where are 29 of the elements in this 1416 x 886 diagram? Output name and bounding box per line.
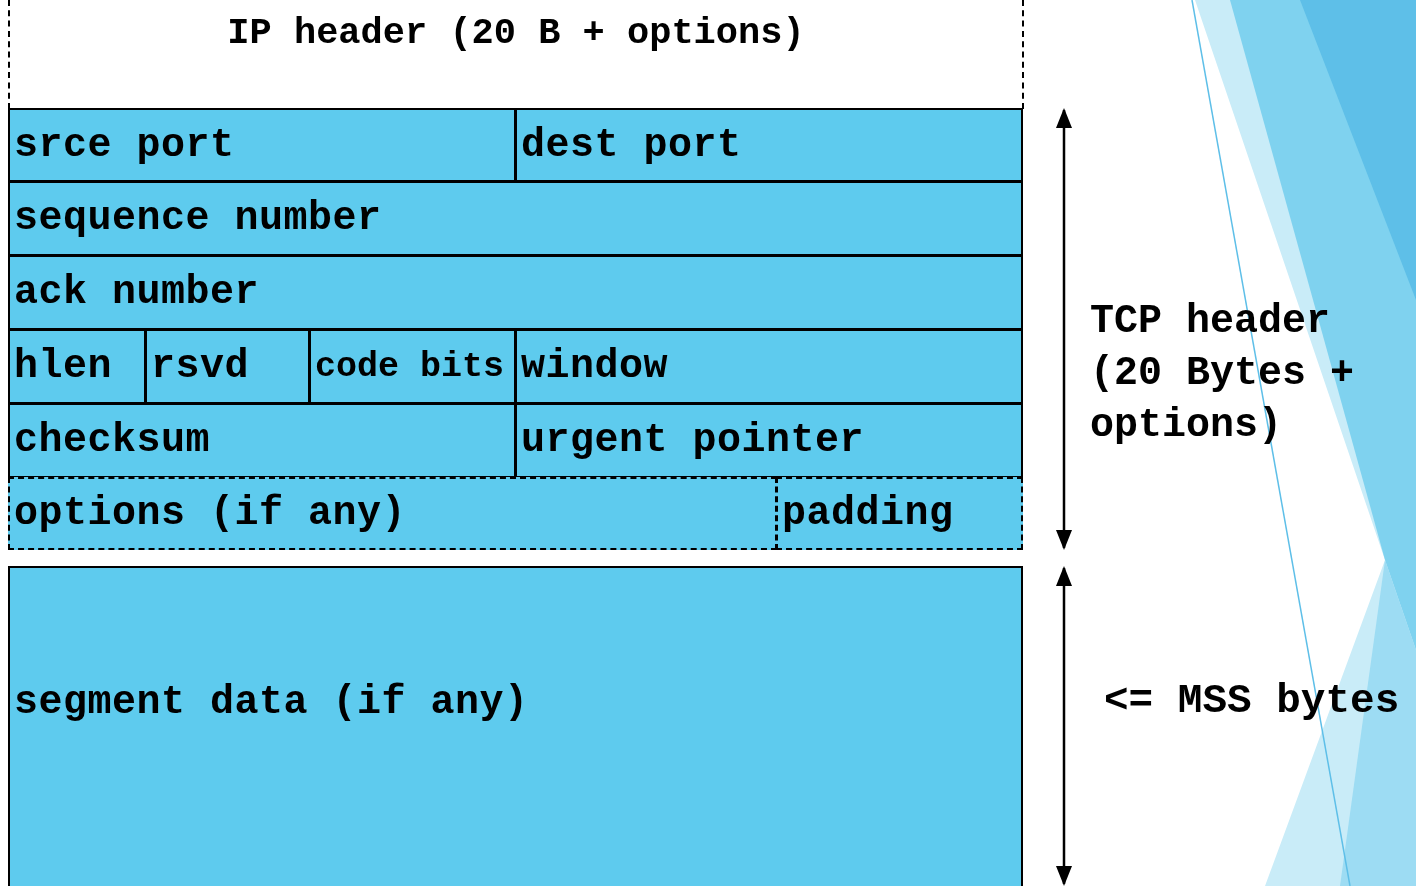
header-field [515,108,1023,182]
header-field [776,477,1023,550]
field-label: options (if any) [14,491,407,536]
header-field [8,329,146,404]
field-label: srce port [14,122,235,168]
field-label: sequence number [14,196,382,241]
header-field [8,403,516,478]
field-label: segment data (if any) [14,680,529,725]
dimension-label: <= MSS bytes [1104,677,1401,726]
header-field [8,477,777,550]
header-field [8,181,1023,256]
field-label: ack number [14,270,260,315]
header-field [8,255,1023,330]
field-label: rsvd [151,344,249,389]
header-field [145,329,310,404]
field-label: padding [782,491,954,536]
header-field [515,403,1023,478]
field-label: code bits [315,346,505,387]
data-field [8,566,1023,886]
header-field [8,108,516,182]
header-field [309,329,516,404]
header-field [515,329,1023,404]
field-label: urgent pointer [521,418,865,463]
field-label: dest port [521,122,742,168]
field-label: IP header (20 B + options) [227,12,805,54]
field-label: checksum [14,418,211,463]
dimension-label: TCP header (20 Bytes + options) [1090,298,1356,450]
field-label: window [521,344,669,389]
field-label: hlen [14,344,112,389]
